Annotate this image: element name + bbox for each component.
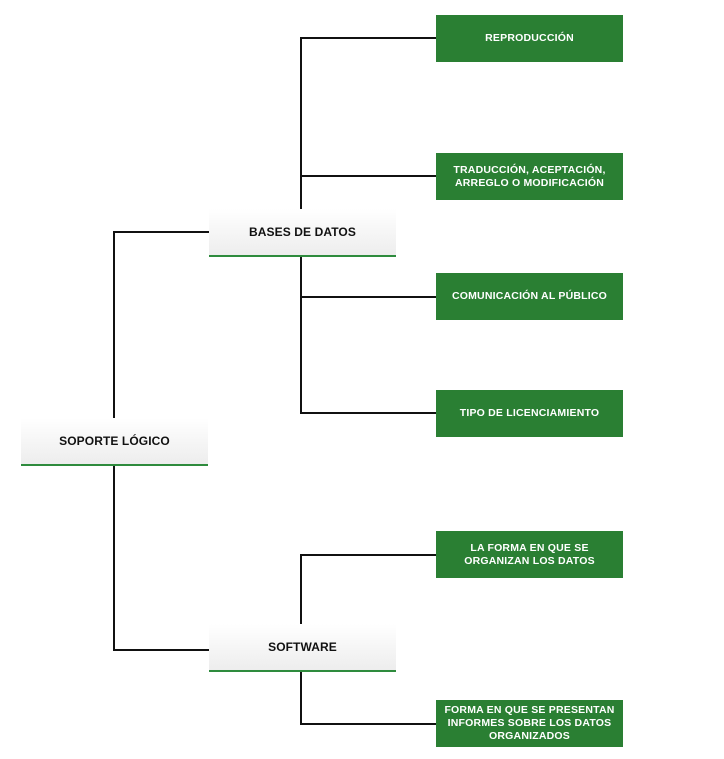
root-node-label: SOPORTE LÓGICO <box>59 434 170 448</box>
root-node: SOPORTE LÓGICO <box>21 418 208 466</box>
branch-node-software: SOFTWARE <box>209 624 396 672</box>
leaf-node-label: FORMA EN QUE SE PRESENTAN INFORMES SOBRE… <box>444 704 615 742</box>
leaf-node-label: COMUNICACIÓN AL PÚBLICO <box>451 290 608 302</box>
leaf-node-organizan-datos: LA FORMA EN QUE SE ORGANIZAN LOS DATOS <box>436 531 623 578</box>
branch-node-label: BASES DE DATOS <box>249 225 356 239</box>
leaf-node-licenciamiento: TIPO DE LICENCIAMIENTO <box>436 390 623 437</box>
branch-node-bases-de-datos: BASES DE DATOS <box>209 209 396 257</box>
leaf-node-traduccion: TRADUCCIÓN, ACEPTACIÓN, ARREGLO O MODIFI… <box>436 153 623 200</box>
leaf-node-comunicacion: COMUNICACIÓN AL PÚBLICO <box>436 273 623 320</box>
leaf-node-reproduccion: REPRODUCCIÓN <box>436 15 623 62</box>
leaf-node-label: LA FORMA EN QUE SE ORGANIZAN LOS DATOS <box>464 541 595 567</box>
leaf-node-label: REPRODUCCIÓN <box>485 32 574 44</box>
branch-node-label: SOFTWARE <box>268 640 337 654</box>
leaf-node-presentan-informes: FORMA EN QUE SE PRESENTAN INFORMES SOBRE… <box>436 700 623 747</box>
leaf-node-label: TRADUCCIÓN, ACEPTACIÓN, ARREGLO O MODIFI… <box>453 163 606 189</box>
leaf-node-label: TIPO DE LICENCIAMIENTO <box>459 407 600 419</box>
